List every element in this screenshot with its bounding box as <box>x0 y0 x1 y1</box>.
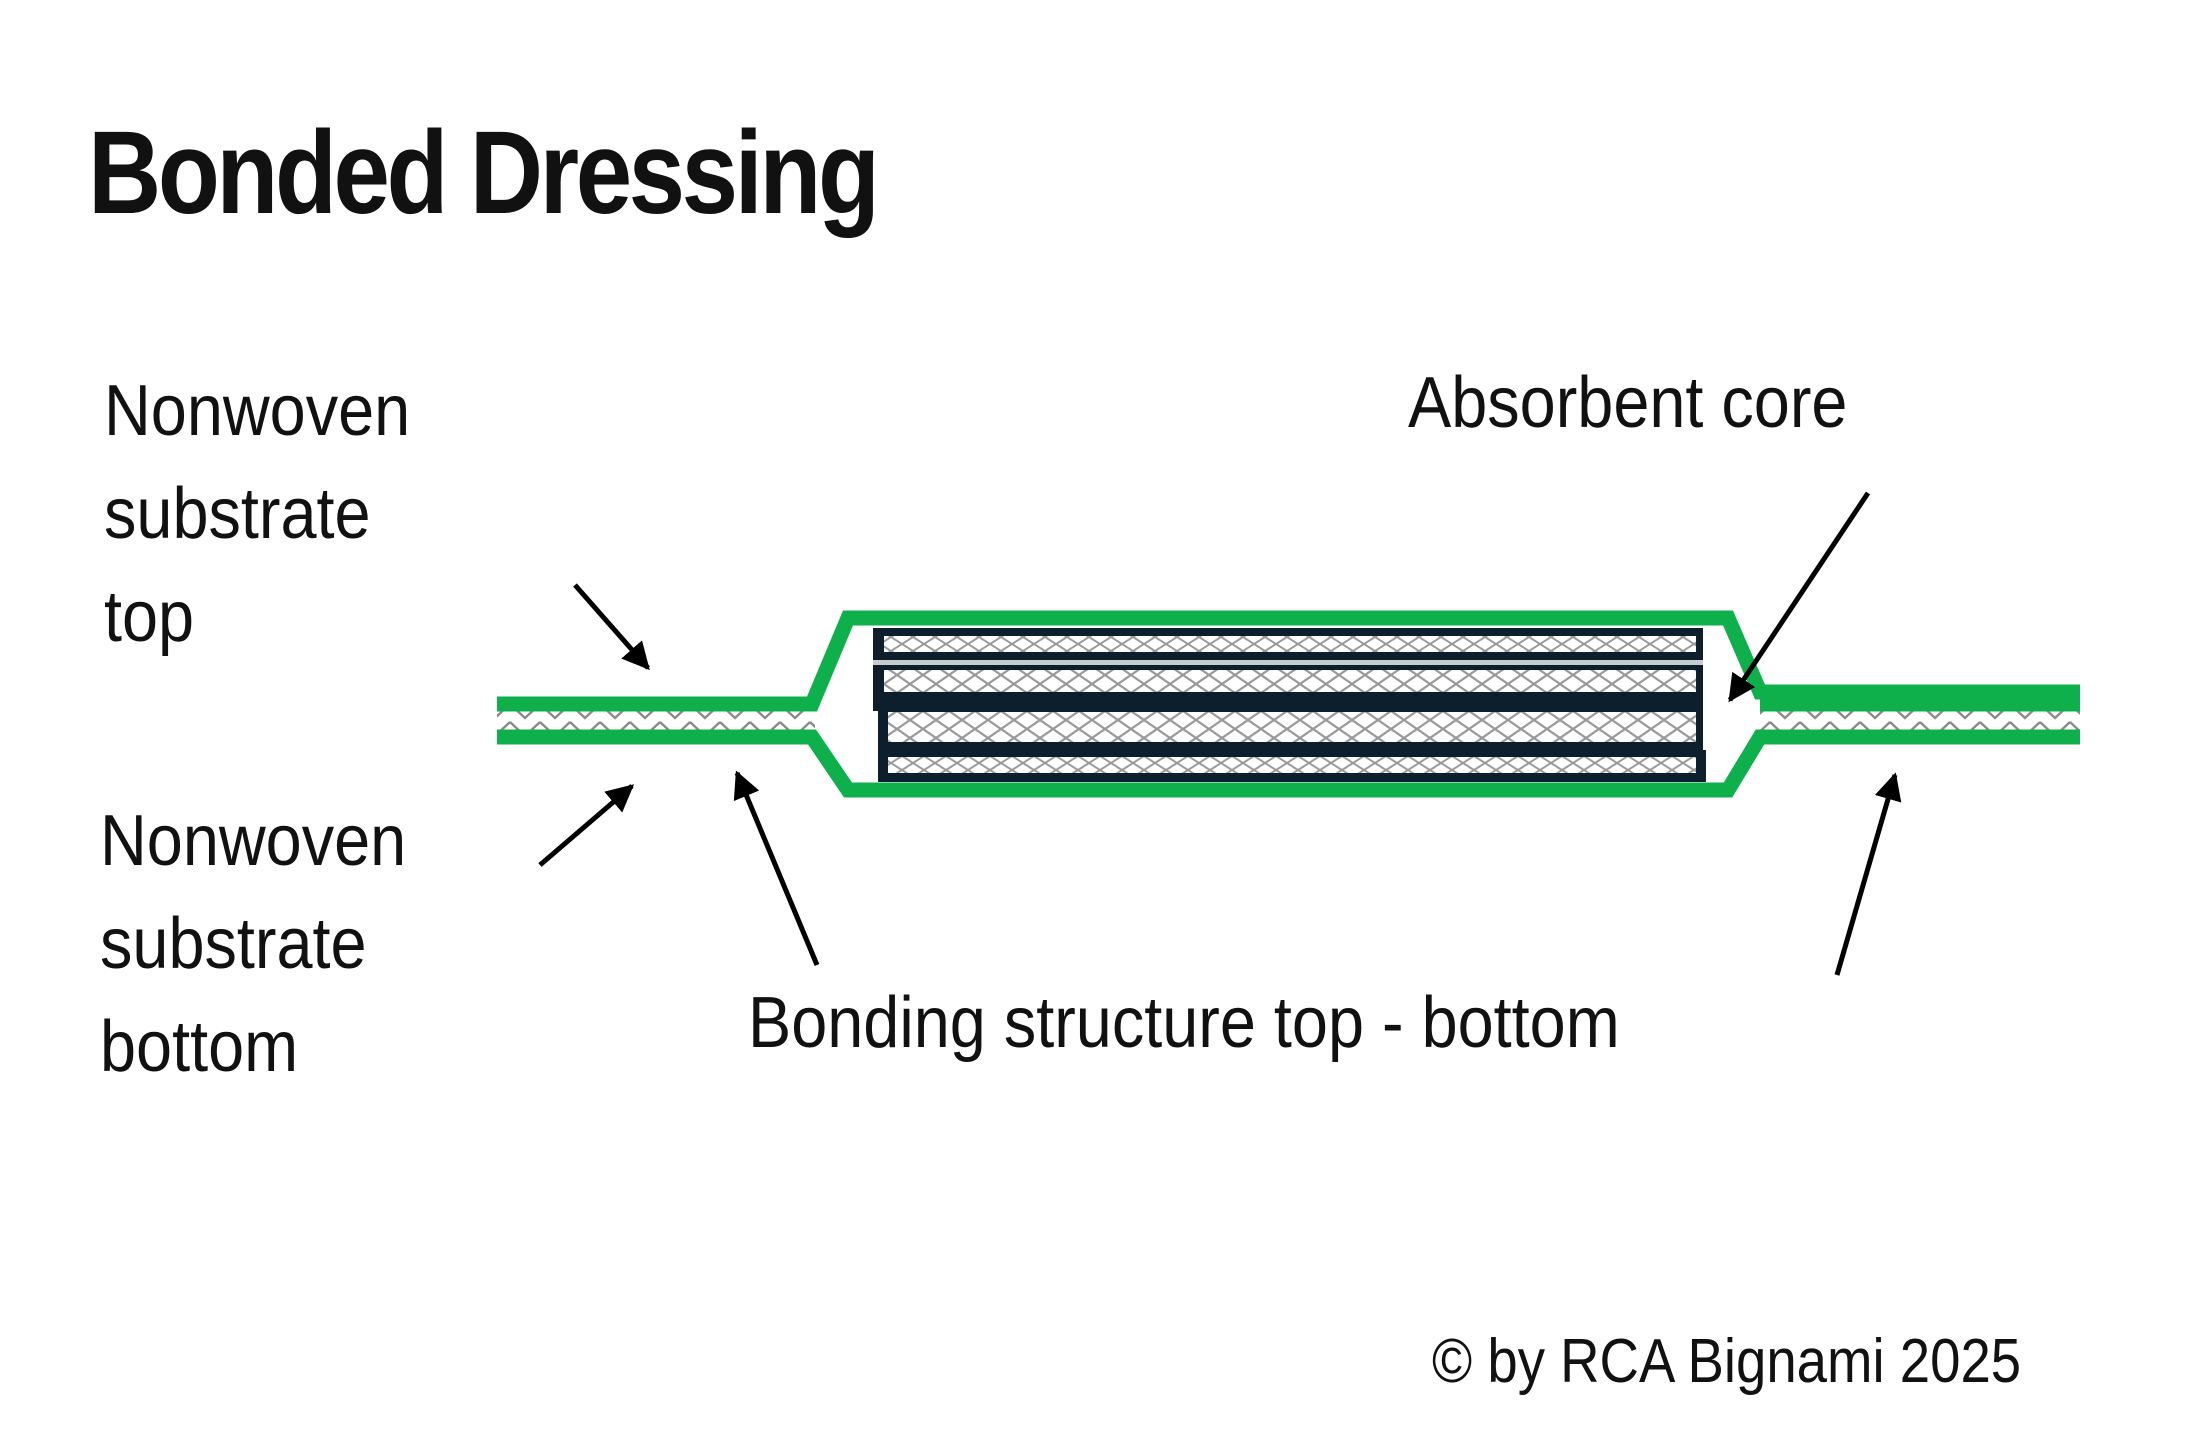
arrow-substrate-bottom <box>538 784 635 867</box>
copyright-notice: © by RCA Bignami 2025 <box>1432 1327 2022 1396</box>
core-layer-2-fill <box>884 670 1696 692</box>
core-separator <box>873 660 1703 665</box>
bonding-top-green <box>497 610 2080 712</box>
label-nonwoven-substrate-bottom: Nonwoven substrate bottom <box>100 790 406 1099</box>
core-layer-1-fill <box>884 636 1696 652</box>
arrow-substrate-top <box>573 583 650 671</box>
label-absorbent-core: Absorbent core <box>1408 363 1848 443</box>
label-line: substrate <box>100 904 367 984</box>
label-bonding-structure: Bonding structure top - bottom <box>748 983 1620 1063</box>
diagram-title: Bonded Dressing <box>88 107 880 239</box>
label-line: Nonwoven <box>100 801 407 881</box>
label-line: top <box>104 577 195 657</box>
core-layer-4-fill <box>888 757 1696 773</box>
arrow-absorbent-core <box>1727 491 1871 703</box>
substrate-left-fill <box>497 711 815 731</box>
label-line: Nonwoven <box>104 371 411 451</box>
label-line: bottom <box>100 1007 299 1087</box>
arrow-bonding-right <box>1834 772 1902 976</box>
label-line: substrate <box>104 474 371 554</box>
substrate-right-fill <box>1760 711 2080 731</box>
arrow-bonding-left <box>733 770 820 966</box>
absorbent-core <box>873 628 1706 782</box>
core-layer-3-fill <box>888 712 1696 742</box>
bonding-bottom-green <box>497 729 2080 798</box>
label-nonwoven-substrate-top: Nonwoven substrate top <box>104 360 410 669</box>
